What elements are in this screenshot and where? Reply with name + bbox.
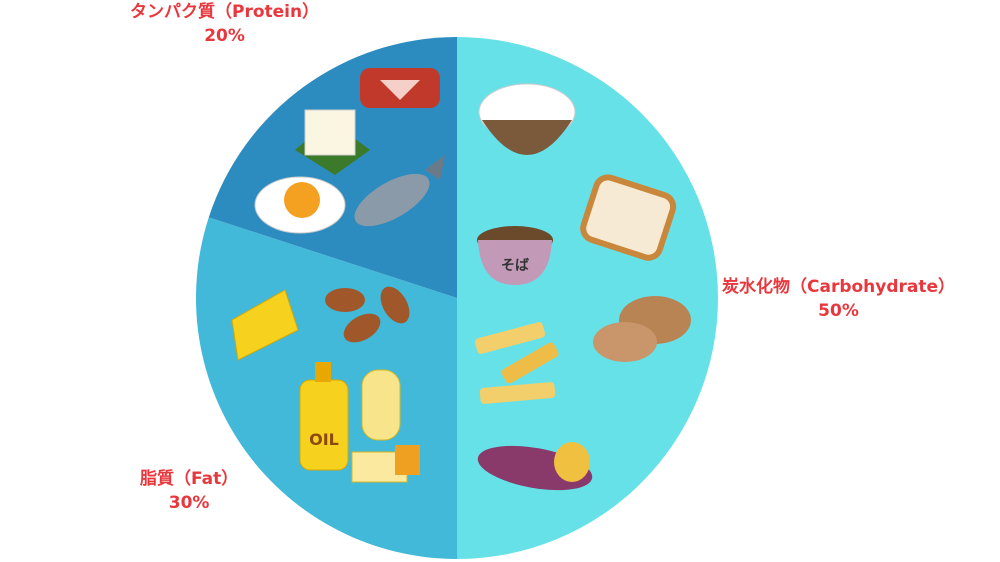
cheese-icon	[231, 289, 299, 361]
label-fat: 脂質（Fat） 30%	[140, 467, 238, 515]
label-carbohydrate-name: 炭水化物（Carbohydrate）	[722, 277, 956, 297]
egg-icon	[254, 176, 346, 234]
rice-bowl-icon	[478, 83, 576, 155]
oil-label: OIL	[309, 430, 339, 449]
tofu-icon	[295, 109, 370, 175]
potatoes-icon	[593, 296, 691, 362]
almonds-icon	[325, 286, 410, 343]
butter-icon	[351, 445, 420, 483]
label-fat-name: 脂質（Fat）	[140, 469, 239, 489]
penne-pasta-icon	[475, 322, 559, 404]
label-fat-value: 30%	[168, 493, 210, 513]
label-carbohydrate: 炭水化物（Carbohydrate） 50%	[722, 275, 955, 323]
soba-noodles-icon: そば	[477, 226, 553, 285]
label-protein: タンパク質（Protein） 20%	[130, 0, 319, 48]
bread-icon	[580, 174, 677, 261]
label-protein-name: タンパク質（Protein）	[130, 2, 320, 22]
sweet-potato-icon	[477, 442, 593, 491]
label-protein-value: 20%	[204, 26, 245, 46]
label-carbohydrate-value: 50%	[818, 301, 859, 321]
pie-slice-carbohydrate	[457, 37, 718, 559]
soba-label: そば	[501, 258, 529, 274]
fish-icon	[354, 155, 445, 227]
oil-bottle-icon: OIL	[299, 362, 401, 471]
meat-icon	[360, 68, 440, 108]
